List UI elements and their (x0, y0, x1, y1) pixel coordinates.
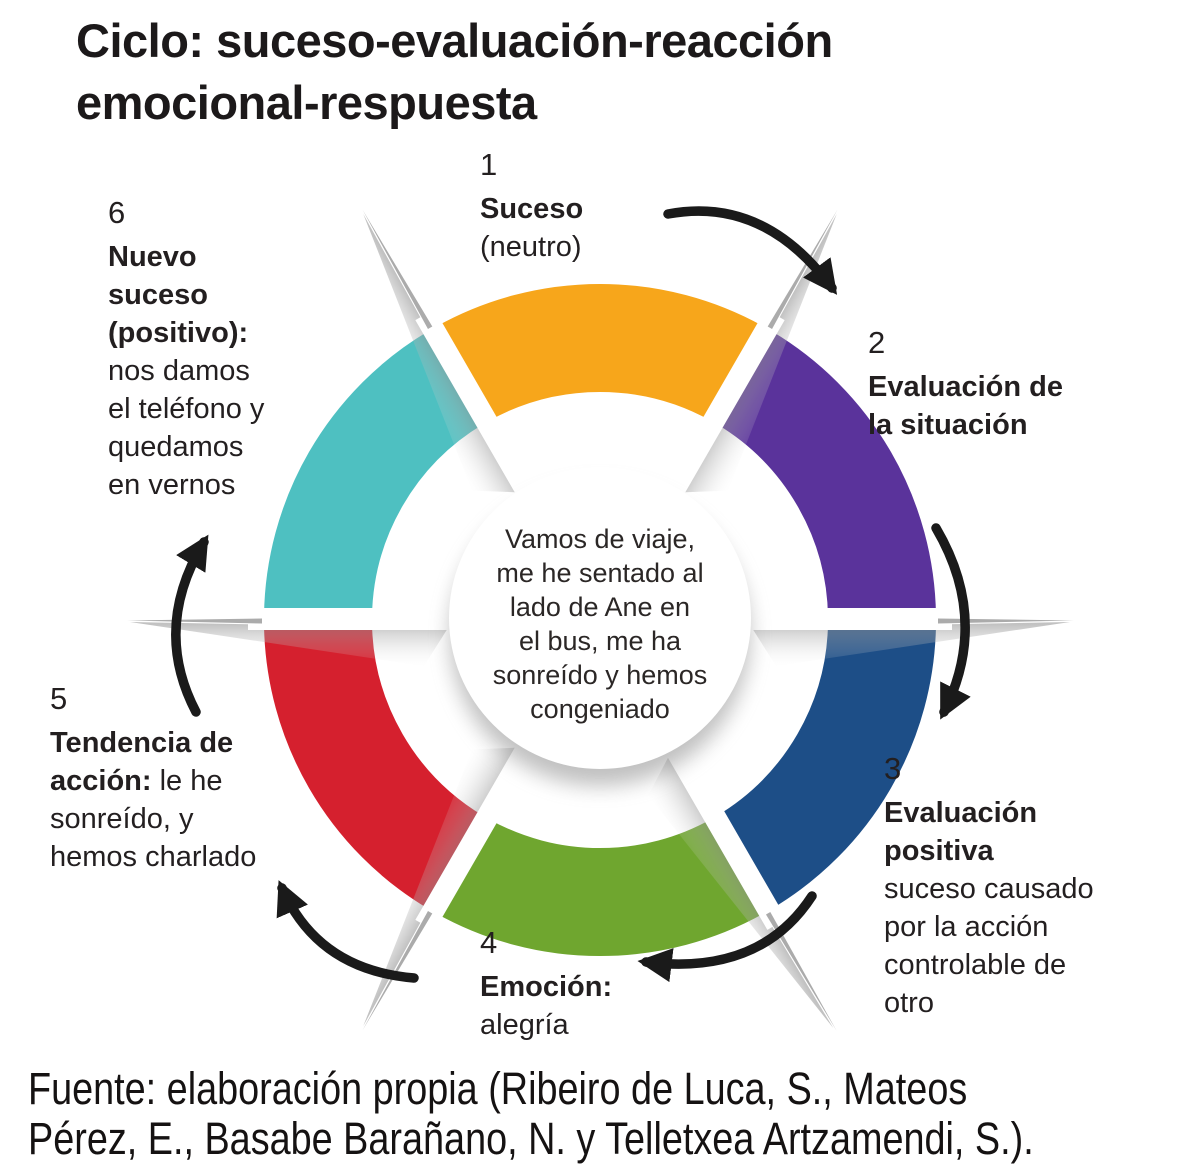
center-text-line: Vamos de viaje, (504, 524, 696, 554)
step-label-1: 1 Suceso (neutro) (480, 146, 583, 266)
step-text-line: el teléfono y (108, 393, 265, 425)
wheel-segment-4-emocion (436, 818, 764, 956)
center-circle (449, 467, 751, 769)
source-line: Fuente: elaboración propia (Ribeiro de L… (28, 1063, 968, 1114)
diagram-title: Ciclo: suceso-evaluación-reacción emocio… (76, 10, 833, 134)
step-text-inline: le he (159, 765, 223, 797)
wheel-segment-2-evaluacion-situacion (715, 331, 936, 618)
step-number: 5 (50, 681, 68, 716)
step-title-line: Emoción: (480, 971, 613, 1003)
step-label-3: 3 Evaluación positiva suceso causado por… (884, 750, 1094, 1022)
flow-arrow-2-3 (931, 523, 971, 720)
wheel-segment-5-tendencia-accion (264, 622, 485, 909)
step-title-line: Tendencia de (50, 727, 234, 759)
step-text-line: (neutro) (480, 231, 582, 263)
step-title-line: Suceso (480, 193, 584, 225)
step-label-6: 6 Nuevo suceso (positivo): nos damos el … (108, 194, 264, 504)
step-text-line: acción: le he (50, 762, 256, 800)
source-line: Pérez, E., Basabe Barañano, N. y Telletx… (28, 1113, 1034, 1164)
segment-separator-lower-right (648, 733, 837, 1031)
step-title-line: positiva (884, 835, 994, 867)
wheel-segment-1-suceso (436, 284, 764, 422)
flow-arrow-1-2 (663, 206, 838, 295)
step-title-line: Evaluación de (868, 371, 1064, 403)
step-title-line: suceso (108, 279, 208, 311)
step-text-line: sonreído, y (50, 803, 194, 835)
flow-arrow-5-6 (171, 534, 209, 717)
flow-arrow-3-4 (637, 891, 817, 983)
center-scenario-text: Vamos de viaje, me he sentado al lado de… (440, 522, 760, 726)
center-text-line: me he sentado al (496, 558, 704, 588)
step-text-line: suceso causado (884, 873, 1094, 905)
source-citation: Fuente: elaboración propia (Ribeiro de L… (28, 1064, 1034, 1164)
step-label-4: 4 Emoción: alegría (480, 924, 612, 1044)
step-text-line: nos damos (108, 355, 250, 387)
center-text-line: el bus, me ha (518, 626, 682, 656)
step-number: 6 (108, 195, 126, 230)
center-text-line: lado de Ane en (509, 592, 691, 622)
segment-separator-lower-left (362, 734, 542, 1031)
step-text-line: controlable de (884, 949, 1067, 981)
step-text-line: otro (884, 987, 934, 1019)
center-text-line: sonreído y hemos (492, 660, 708, 690)
segment-separator-right (738, 608, 1074, 666)
title-line: emocional-respuesta (76, 76, 537, 129)
segment-separator-left (126, 608, 462, 666)
step-number: 1 (480, 147, 498, 182)
wheel-segment-6-nuevo-suceso (264, 331, 485, 618)
step-number: 3 (884, 751, 902, 786)
step-title-line: la situación (868, 409, 1028, 441)
center-text-line: congeniado (530, 694, 670, 724)
step-text-line: en vernos (108, 469, 236, 501)
step-text-line: por la acción (884, 911, 1049, 943)
wheel-segment-3-evaluacion-positiva (715, 622, 936, 909)
segment-separator-upper-left (362, 209, 542, 506)
title-line: Ciclo: suceso-evaluación-reacción (76, 14, 833, 67)
step-text-line: alegría (480, 1009, 569, 1041)
step-text-line: hemos charlado (50, 841, 257, 873)
step-title-line: Nuevo (108, 241, 197, 273)
step-text-line: quedamos (108, 431, 244, 463)
step-label-5: 5 Tendencia de acción: le he sonreído, y… (50, 680, 256, 876)
step-title-line: (positivo): (108, 317, 249, 349)
flow-arrow-4-5 (276, 880, 419, 983)
step-number: 4 (480, 925, 498, 960)
step-number: 2 (868, 325, 886, 360)
step-label-2: 2 Evaluación de la situación (868, 324, 1063, 444)
step-title-line: Evaluación (884, 797, 1038, 829)
step-title-inline: acción: (50, 765, 152, 797)
